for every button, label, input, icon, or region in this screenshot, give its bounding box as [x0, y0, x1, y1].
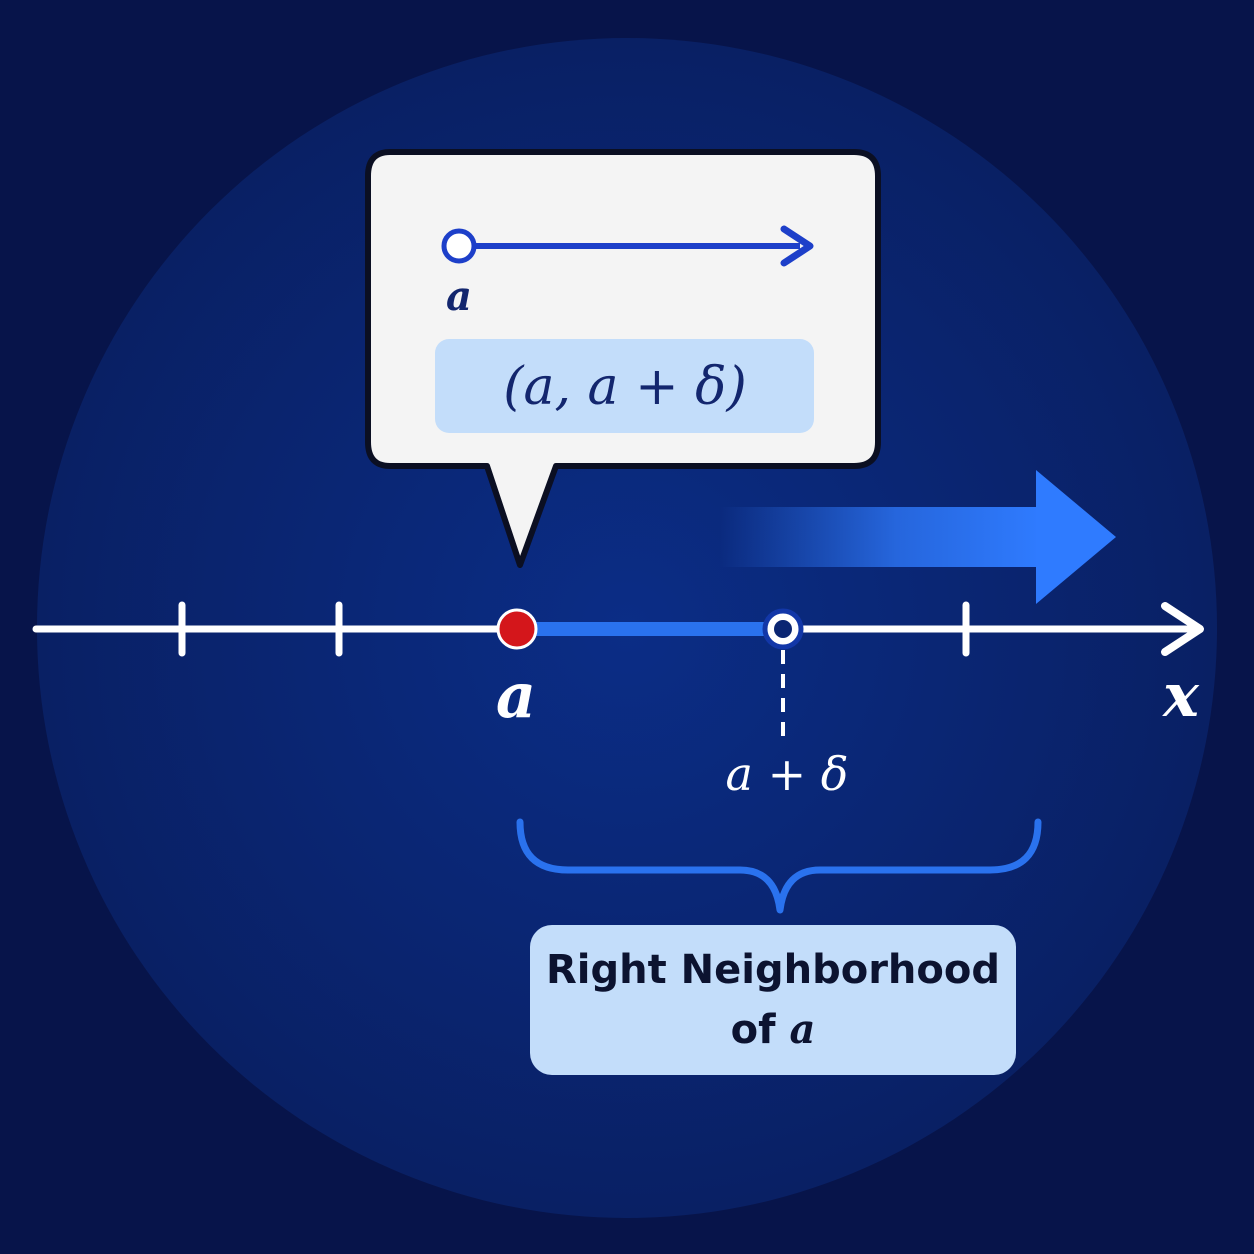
axis-point-a-label: a: [496, 659, 536, 732]
point-a: [496, 608, 538, 650]
axis-variable-label: x: [1161, 661, 1200, 731]
interval-notation: (a, a + δ): [503, 357, 747, 417]
axis-arrowhead-icon: [1161, 602, 1204, 656]
direction-arrow-icon: [720, 470, 1116, 604]
callout-point-label: a: [446, 273, 472, 320]
callout-bubble: a (a, a + δ): [365, 149, 881, 568]
interval-box: [435, 339, 814, 433]
number-line: [32, 601, 1204, 745]
callout-open-point: [441, 228, 477, 264]
neighborhood-label-line1: Right Neighborhood: [545, 947, 1000, 993]
neighborhood-label-box: Right Neighborhood of a: [530, 925, 1016, 1075]
callout-arrowhead-icon: [780, 225, 814, 267]
neighborhood-label-var: a: [789, 1006, 816, 1053]
axis-point-a-delta-label: a + δ: [726, 747, 849, 801]
curly-brace: [516, 818, 1042, 914]
neighborhood-label-line2: of a: [730, 1006, 816, 1053]
